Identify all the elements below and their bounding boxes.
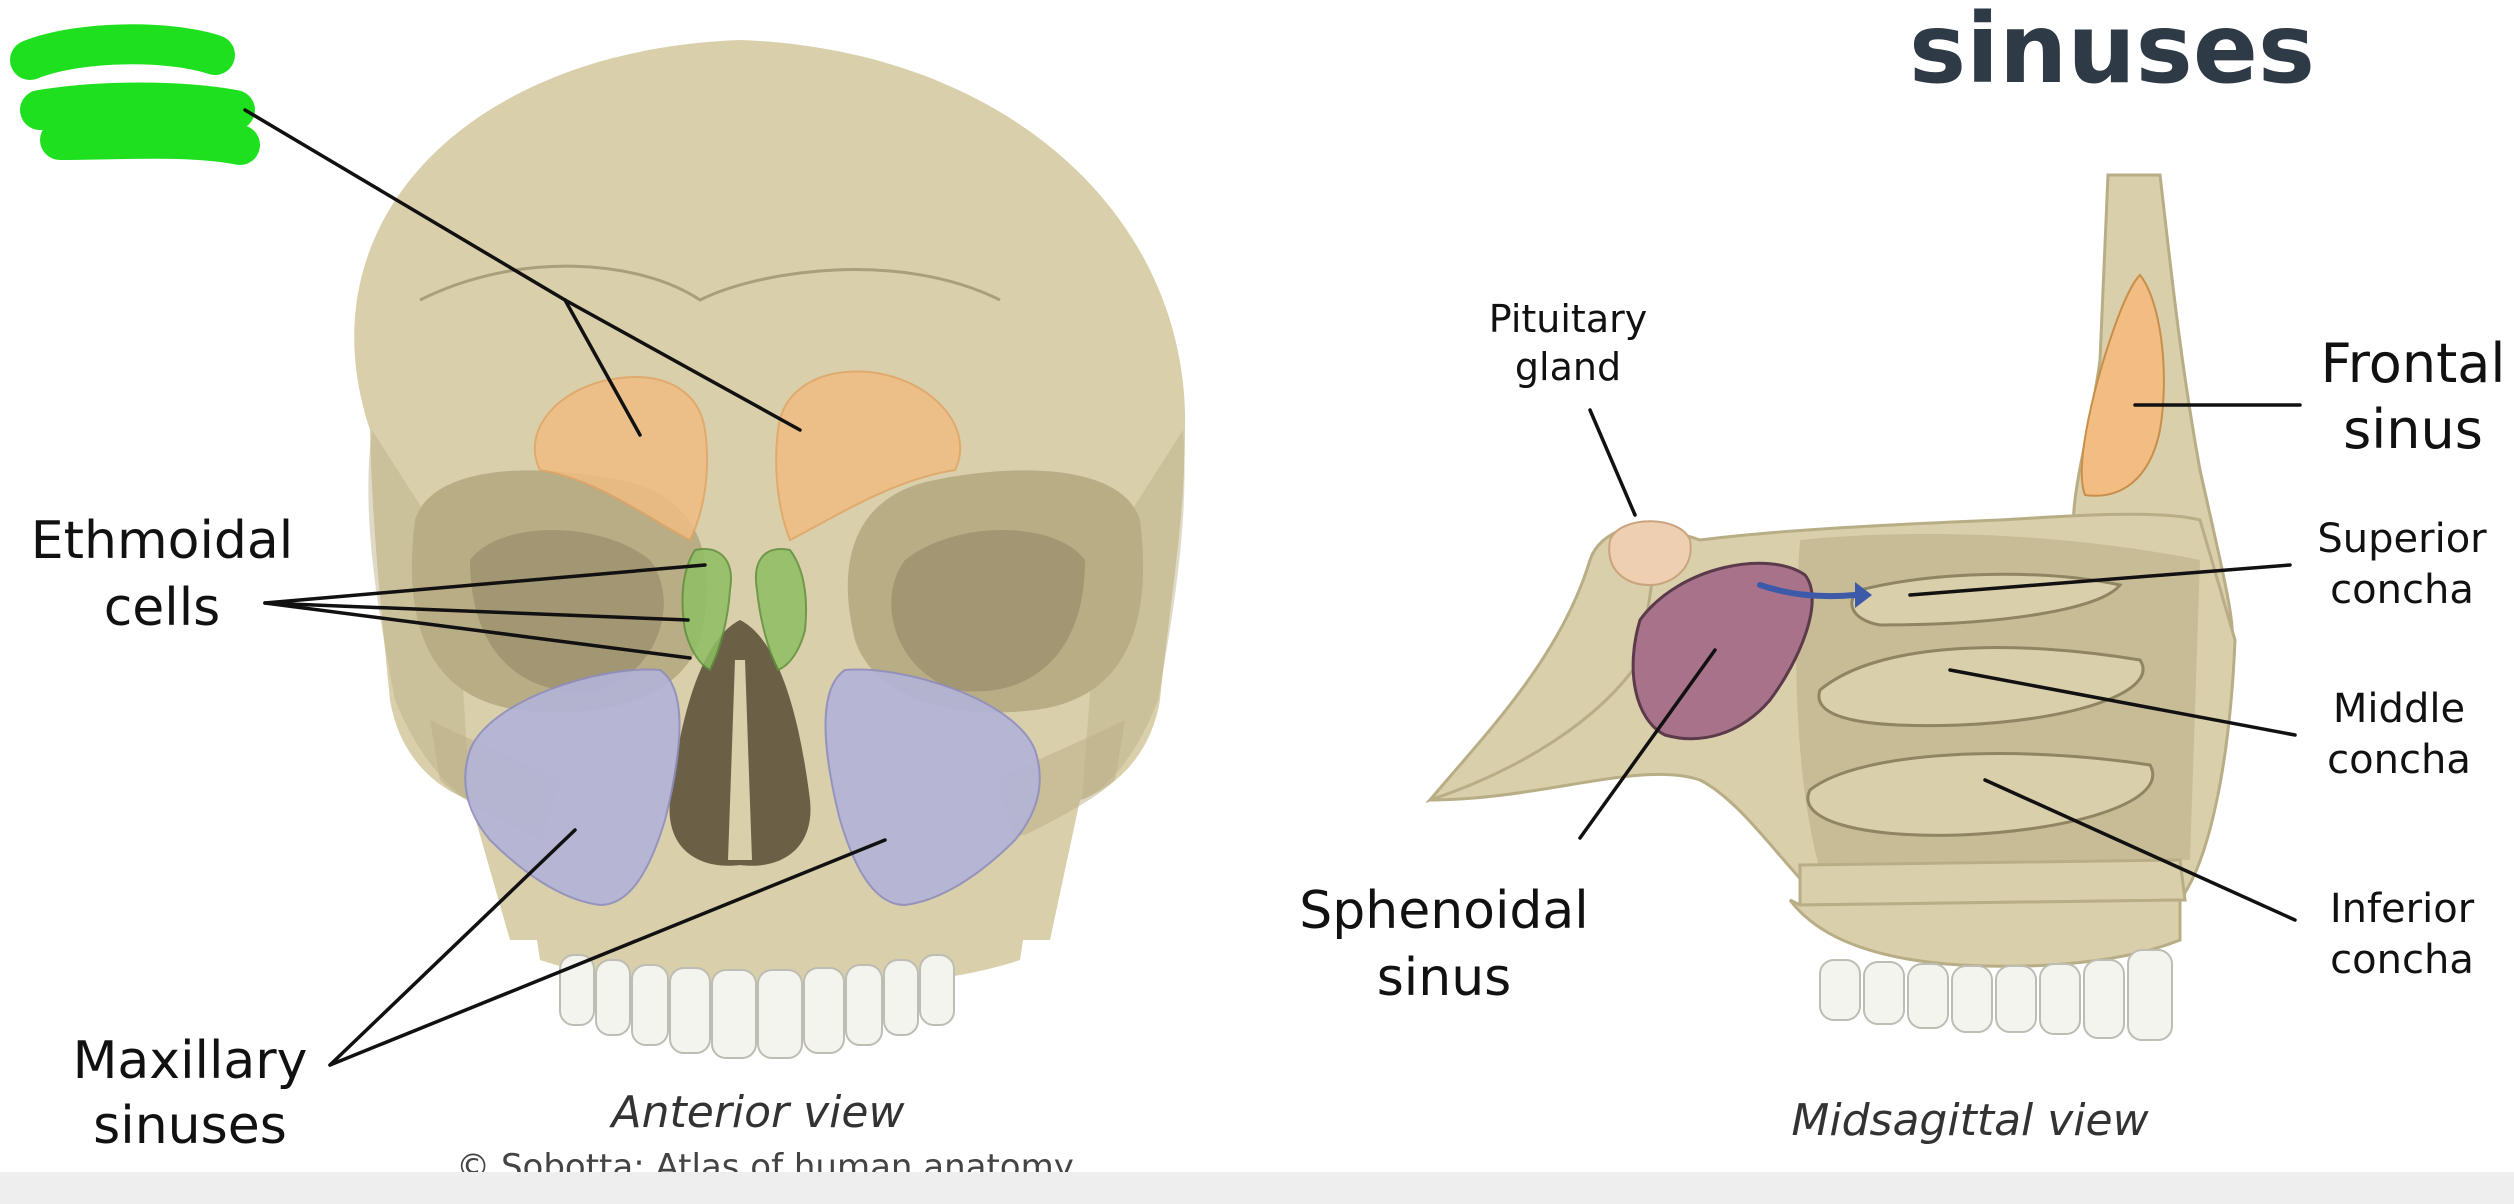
ethmoidal-cells-label-line2: cells [104,578,221,638]
ethmoidal-cells-right [754,548,808,672]
frontal-sinus-right [775,370,961,542]
tooth [803,967,845,1054]
orbit-left-depth [470,530,664,692]
frontal-leader-main [243,108,567,302]
skull-suture [419,264,1001,302]
upper-teeth-sagittal [1819,949,2173,1041]
anterior-view-caption: Anterior view [609,1087,906,1138]
ethmoidal-cells [681,548,808,672]
ethmoidal-leader-3 [263,601,692,660]
tooth [883,959,919,1036]
upper-jaw [1788,898,2182,968]
tooth [2083,959,2125,1039]
sphenoidal-sinus-label-line1: Sphenoidal [1299,881,1589,941]
drainage-arrowhead [1855,582,1872,608]
middle-concha [1817,646,2145,728]
right-leader-lines [1578,403,2302,922]
green-highlight-mark [10,24,260,165]
pituitary-gland [1608,520,1692,587]
maxillary-sinuses-label-line1: Maxillary [73,1031,308,1091]
page-title: sinuses [1909,0,2315,105]
sphenoidal-sinus-label-line2: sinus [1377,948,1512,1008]
inferior-concha-label-line2: concha [2330,937,2474,983]
left-leader-lines [243,108,887,1067]
ethmoidal-leader-2 [263,601,690,622]
tooth [1819,959,1861,1021]
drainage-arrow [1757,582,1858,600]
pituitary-gland-label-line2: gland [1515,345,1621,389]
tooth [631,964,669,1046]
frontal-sinus-label-line2: sinus [2343,398,2483,461]
ethmoidal-cells-left [681,548,732,672]
ethmoidal-leader-1 [263,563,707,605]
superior-concha-label-line1: Superior [2317,516,2487,562]
tooth [2127,949,2173,1041]
frontal-leader-right [563,298,802,432]
orbit-right-depth [891,530,1085,692]
tooth [919,954,955,1026]
bottom-bar [0,1172,2514,1204]
frontal-sinus-label-line1: Frontal [2321,332,2506,395]
tooth [711,969,757,1059]
midsagittal-view-caption: Midsagittal view [1791,1095,2149,1146]
tooth [1995,965,2037,1033]
inferior-concha-leader [1983,778,2297,922]
inferior-concha-label-line1: Inferior [2330,886,2475,932]
middle-concha-label-line1: Middle [2333,686,2465,732]
anterior-skull [10,24,1186,1059]
tooth [595,959,631,1036]
tooth [2039,963,2081,1035]
maxillary-sinuses-label-line2: sinuses [93,1096,287,1156]
frontal-sinus-left [533,376,709,542]
upper-teeth [559,954,955,1059]
tooth [757,969,803,1059]
tooth [669,967,711,1054]
sphenoidal-sinus-leader [1578,648,1717,840]
ethmoidal-cells-label-line1: Ethmoidal [31,511,293,571]
maxillary-leader-right [328,838,887,1067]
superior-concha-leader [1908,563,2292,597]
tooth [559,954,595,1026]
middle-concha-leader [1948,668,2297,737]
sphenoidal-sinus-cavity [1631,561,1814,741]
tooth [1863,961,1905,1025]
tooth [1951,965,1993,1033]
pituitary-gland-label-line1: Pituitary [1489,297,1647,341]
maxillary-sinus-left [464,668,681,907]
tooth [1907,963,1949,1029]
frontal-leader-left [563,298,642,437]
nasal-septum [728,660,752,860]
maxillary-leader-left [328,828,577,1067]
frontal-sinus-cavity [2080,273,2165,497]
tooth [845,964,883,1046]
superior-concha-label-line2: concha [2330,567,2474,613]
superior-concha [1850,572,2123,627]
middle-concha-label-line2: concha [2327,737,2471,783]
pituitary-leader [1588,408,1637,517]
hard-palate [1798,858,2187,907]
